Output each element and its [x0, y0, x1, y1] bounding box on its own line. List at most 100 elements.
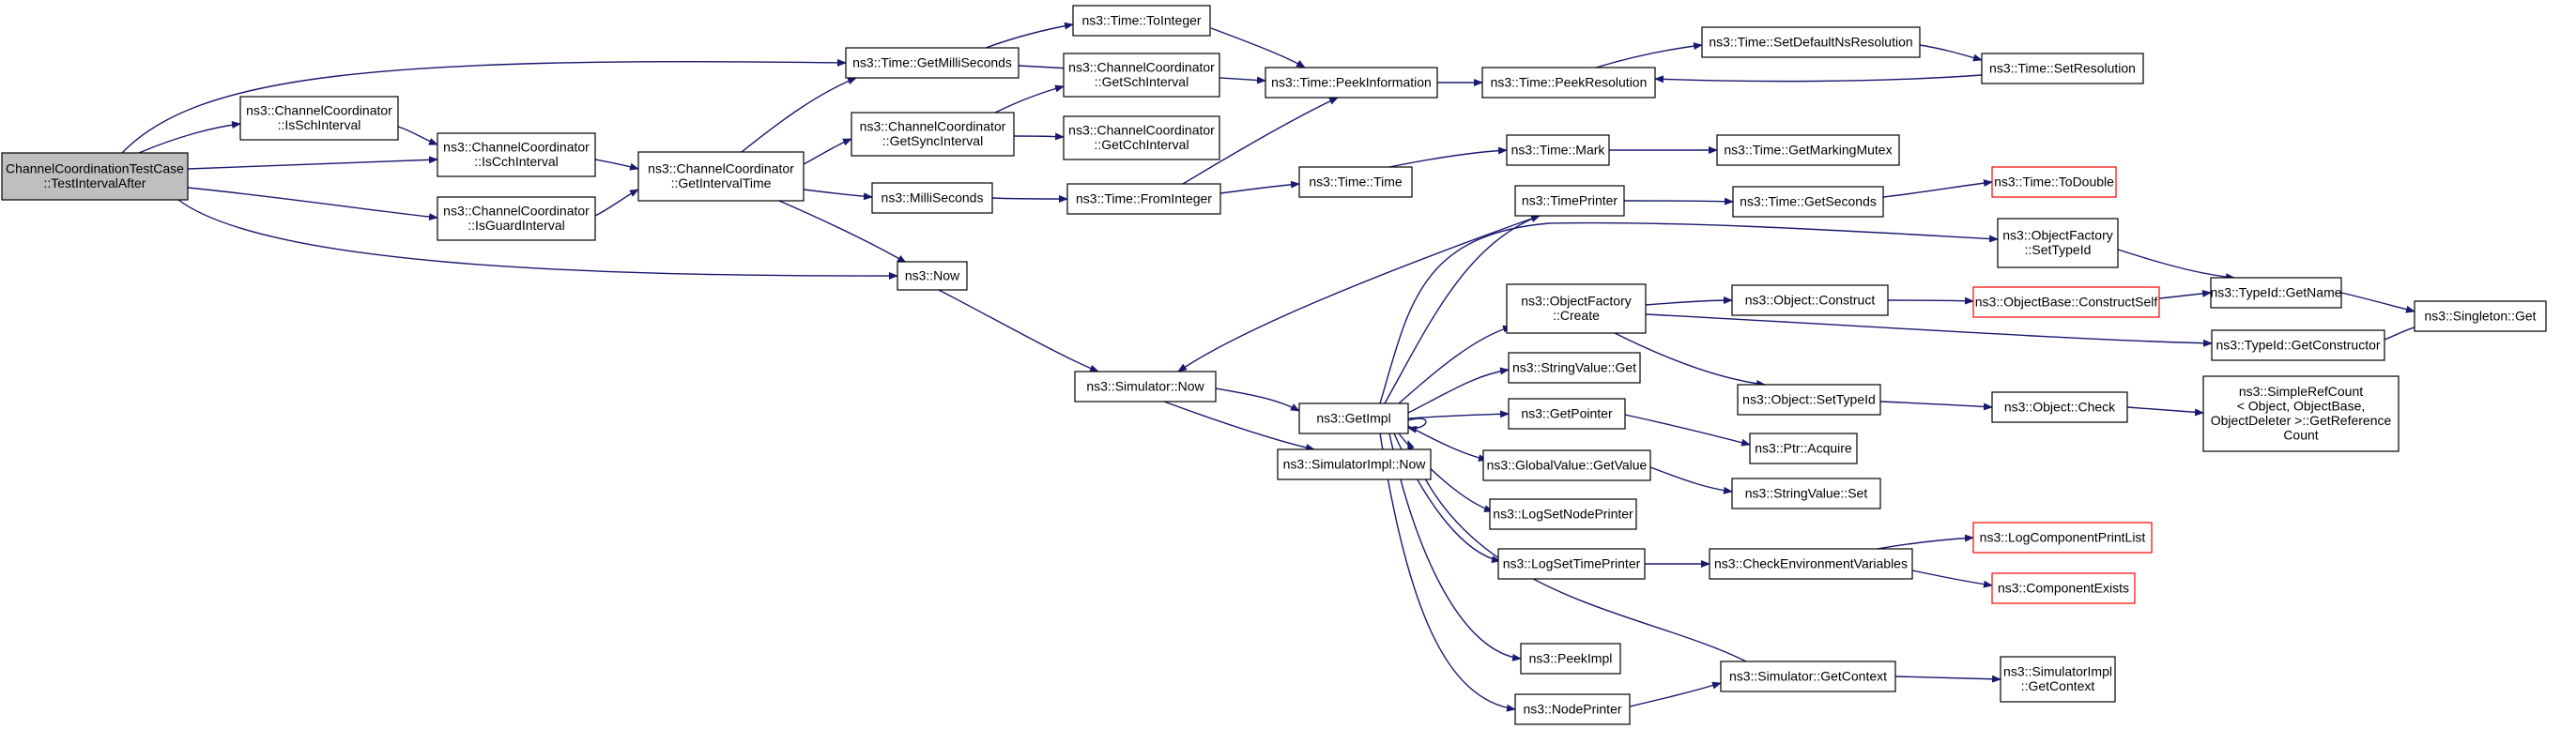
edge-path	[2126, 406, 2204, 417]
node-svget[interactable]: ns3::StringValue::Get	[1508, 352, 1641, 384]
edge-getimpl-to-ofsettype	[1379, 221, 1999, 404]
node-svset[interactable]: ns3::StringValue::Set	[1731, 478, 1881, 509]
edge-path	[938, 289, 1099, 372]
edge-toint-to-peekinfo	[1210, 27, 1306, 68]
edge-tprinter-to-getsec	[1623, 197, 1734, 205]
node-label: ns3::ChannelCoordinator	[648, 161, 794, 176]
node-ofcreate[interactable]: ns3::ObjectFactory::Create	[1506, 283, 1647, 334]
node-compexists[interactable]: ns3::ComponentExists	[1991, 572, 2136, 604]
nodes: ChannelCoordinationTestCase::TestInterva…	[1, 5, 2547, 725]
node-root[interactable]: ChannelCoordinationTestCase::TestInterva…	[1, 152, 189, 201]
edge-path	[2117, 249, 2235, 281]
node-acquire[interactable]: ns3::Ptr::Acquire	[1749, 433, 1858, 464]
edge-path	[1379, 433, 1516, 712]
node-label: ::GetContext	[2021, 678, 2095, 693]
node-now[interactable]: ns3::Now	[897, 261, 968, 291]
edge-issch-to-iscch	[397, 126, 438, 145]
node-mutex[interactable]: ns3::Time::GetMarkingMutex	[1716, 134, 1900, 166]
node-gvget[interactable]: ns3::GlobalValue::GetValue	[1482, 449, 1651, 481]
node-simimplctx[interactable]: ns3::SimulatorImpl::GetContext	[2000, 656, 2116, 703]
node-objconstruct[interactable]: ns3::Object::Construct	[1731, 284, 1889, 316]
node-simimplnow[interactable]: ns3::SimulatorImpl::Now	[1277, 448, 1432, 480]
node-box	[2202, 375, 2400, 452]
node-box	[1508, 352, 1641, 384]
node-getimpl[interactable]: ns3::GetImpl	[1298, 402, 1409, 434]
node-tprinter[interactable]: ns3::TimePrinter	[1514, 185, 1625, 217]
node-getint[interactable]: ns3::ChannelCoordinator::GetIntervalTime	[637, 151, 805, 202]
node-lsnp[interactable]: ns3::LogSetNodePrinter	[1489, 498, 1637, 530]
node-getptr[interactable]: ns3::GetPointer	[1508, 398, 1626, 430]
node-box	[1991, 391, 2128, 423]
edge-getimpl-to-peekimpl	[1388, 433, 1522, 661]
node-label: ns3::NodePrinter	[1523, 701, 1621, 716]
node-checkenv[interactable]: ns3::CheckEnvironmentVariables	[1709, 548, 1913, 580]
node-todouble[interactable]: ns3::Time::ToDouble	[1991, 166, 2117, 198]
node-box	[239, 96, 399, 141]
node-label: ns3::ChannelCoordinator	[1068, 123, 1215, 138]
node-nprinter[interactable]: ns3::NodePrinter	[1514, 693, 1631, 725]
node-ofsettype[interactable]: ns3::ObjectFactory::SetTypeId	[1997, 218, 2119, 268]
edge-path	[994, 84, 1065, 114]
node-box	[1482, 449, 1651, 481]
edge-path	[177, 199, 898, 281]
node-box	[1991, 572, 2136, 604]
node-getms[interactable]: ns3::Time::GetMilliSeconds	[845, 47, 1020, 79]
edges	[121, 22, 2428, 712]
node-constructself[interactable]: ns3::ObjectBase::ConstructSelf	[1972, 286, 2160, 318]
node-iscch[interactable]: ns3::ChannelCoordinator::IsCchInterval	[437, 132, 596, 177]
node-getctor[interactable]: ns3::TypeId::GetConstructor	[2211, 329, 2385, 361]
node-label: ::GetIntervalTime	[671, 175, 772, 190]
node-label: ::IsGuardInterval	[468, 218, 565, 233]
node-getsync[interactable]: ns3::ChannelCoordinator::GetSyncInterval	[851, 112, 1015, 157]
node-time[interactable]: ns3::Time::Time	[1298, 166, 1413, 198]
node-tidname[interactable]: ns3::TypeId::GetName	[2210, 277, 2342, 309]
node-millis[interactable]: ns3::MilliSeconds	[871, 182, 993, 214]
edge-now-to-simnow	[938, 289, 1099, 372]
node-box	[1701, 26, 1921, 58]
edge-path	[1877, 534, 1974, 550]
node-label: ns3::ChannelCoordinator	[443, 140, 590, 155]
node-isguard[interactable]: ns3::ChannelCoordinator::IsGuardInterval	[437, 196, 596, 241]
node-label: ns3::Time::SetResolution	[1989, 60, 2136, 75]
node-simctx[interactable]: ns3::Simulator::GetContext	[1720, 661, 1896, 692]
node-getsch[interactable]: ns3::ChannelCoordinator::GetSchInterval	[1063, 53, 1220, 98]
node-label: ns3::ComponentExists	[1998, 580, 2129, 595]
edge-path	[1629, 681, 1722, 707]
node-setres[interactable]: ns3::Time::SetResolution	[1981, 53, 2144, 84]
node-lcpl[interactable]: ns3::LogComponentPrintList	[1972, 522, 2153, 554]
node-box	[1298, 166, 1413, 198]
node-peekinfo[interactable]: ns3::Time::PeekInformation	[1265, 67, 1438, 99]
node-peekimpl[interactable]: ns3::PeekImpl	[1520, 643, 1621, 675]
edge-path	[1182, 97, 1339, 185]
node-refcount[interactable]: ns3::SimpleRefCount< Object, ObjectBase,…	[2202, 375, 2400, 452]
node-getcch[interactable]: ns3::ChannelCoordinator::GetCchInterval	[1063, 115, 1220, 160]
node-issch[interactable]: ns3::ChannelCoordinator::IsSchInterval	[239, 96, 399, 141]
node-box	[845, 47, 1020, 79]
edge-getimpl-to-svget	[1407, 367, 1510, 414]
node-box	[1731, 478, 1881, 509]
edge-getint-to-getms	[741, 77, 857, 153]
node-box	[1737, 384, 1881, 416]
node-getsec[interactable]: ns3::Time::GetSeconds	[1732, 186, 1884, 218]
node-toint[interactable]: ns3::Time::ToInteger	[1072, 5, 1211, 37]
edge-gvget-to-svset	[1649, 466, 1733, 494]
node-lstp[interactable]: ns3::LogSetTimePrinter	[1497, 548, 1646, 580]
edge-path	[803, 189, 873, 201]
edge-path	[1911, 570, 1993, 588]
node-box	[2000, 656, 2116, 703]
node-box	[1709, 548, 1913, 580]
node-peekres[interactable]: ns3::Time::PeekResolution	[1481, 67, 1656, 99]
node-label: ChannelCoordinationTestCase	[6, 161, 184, 176]
node-objsettype[interactable]: ns3::Object::SetTypeId	[1737, 384, 1881, 416]
node-label: ns3::ChannelCoordinator	[1068, 60, 1215, 75]
node-setdef[interactable]: ns3::Time::SetDefaultNsResolution	[1701, 26, 1921, 58]
edge-path	[1388, 433, 1522, 661]
edge-fromint-to-time	[1219, 180, 1300, 194]
node-fromint[interactable]: ns3::Time::FromInteger	[1066, 183, 1221, 215]
node-singleton[interactable]: ns3::Singleton::Get	[2414, 300, 2547, 332]
node-label: ns3::ObjectFactory	[1521, 294, 1632, 309]
node-mark[interactable]: ns3::Time::Mark	[1506, 134, 1610, 166]
node-simnow[interactable]: ns3::Simulator::Now	[1074, 371, 1217, 402]
node-objcheck[interactable]: ns3::Object::Check	[1991, 391, 2128, 423]
edge-objconstruct-to-constructself	[1887, 296, 1974, 305]
